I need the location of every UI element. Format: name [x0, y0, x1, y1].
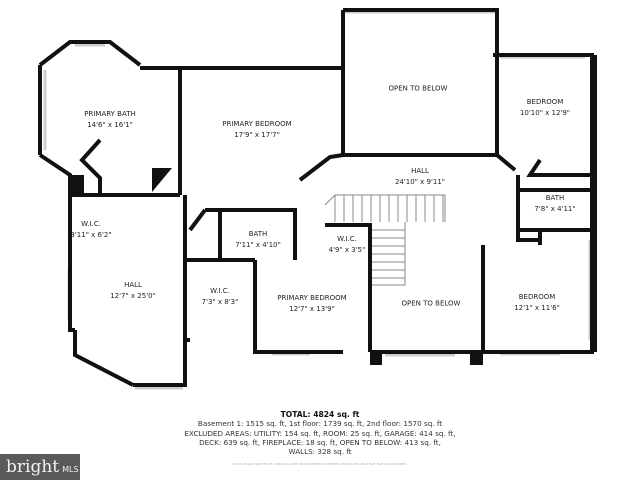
stair-line-21	[372, 222, 406, 286]
excluded-areas: EXCLUDED AREAS: UTILITY: 154 sq. ft, ROO…	[184, 428, 456, 438]
total-area: TOTAL: 4824 sq. ft	[280, 410, 360, 419]
wall-22	[516, 175, 540, 242]
disclaimer: FLOOR PLAN CREATED BY CUBICASA APP. MEAS…	[232, 462, 408, 467]
wall-1	[341, 8, 499, 157]
wall-15	[205, 208, 297, 260]
wall-wedge	[152, 168, 172, 192]
excluded-areas-cont: DECK: 639 sq. ft, FIREPLACE: 18 sq. ft, …	[199, 437, 441, 447]
room-wic-left: W.I.C.3'11" x 6'2"	[70, 220, 112, 239]
floor-plan	[38, 8, 597, 390]
wall-24	[526, 158, 592, 177]
room-open-to-below-top: OPEN TO BELOW	[388, 84, 448, 93]
wall-9	[80, 175, 152, 197]
wall-7	[38, 153, 75, 332]
wall-11	[133, 338, 190, 387]
wall-2	[483, 53, 594, 354]
wall-3	[38, 40, 142, 67]
wall-column-left	[70, 175, 82, 195]
wall-column-2	[470, 352, 483, 365]
stair-line-20	[324, 194, 446, 222]
wall-12	[73, 330, 134, 387]
room-wic-lower: W.I.C.7'3" x 8'3"	[201, 287, 239, 306]
wall-19	[325, 223, 372, 352]
room-wic-center: W.I.C.4'9" x 3'5"	[328, 235, 366, 254]
wall-18	[253, 260, 343, 354]
wall-16	[188, 208, 207, 232]
area-summary: TOTAL: 4824 sq. ft Basement 1: 1515 sq. …	[160, 410, 480, 470]
walls-area: WALLS: 328 sq. ft	[288, 447, 352, 457]
wall-10	[79, 138, 102, 195]
wall-column-1	[370, 352, 382, 365]
room-open-to-below-lower: OPEN TO BELOW	[401, 299, 461, 308]
floor-areas: Basement 1: 1515 sq. ft, 1st floor: 1739…	[197, 419, 443, 429]
wall-28	[298, 153, 344, 182]
wall-29	[495, 153, 517, 172]
